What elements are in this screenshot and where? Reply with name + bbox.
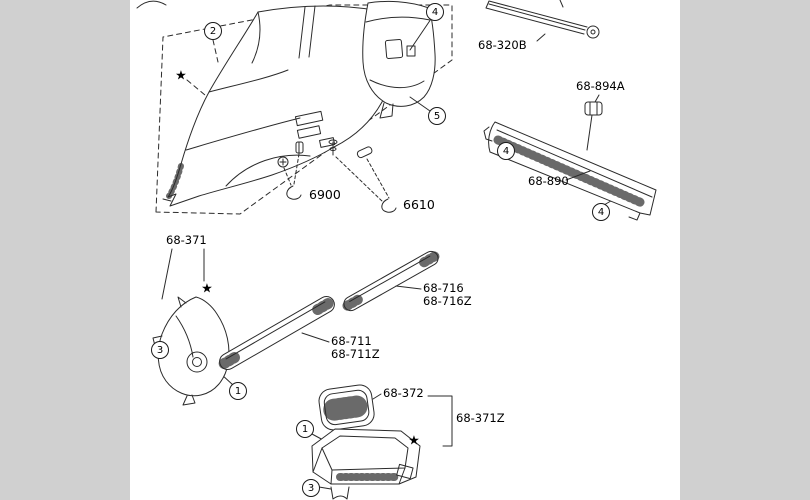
cowl-trim-68-371-drawing (152, 248, 230, 406)
callout-1-cowl[interactable]: 1 (229, 382, 247, 400)
fastener-6900-drawing (277, 141, 304, 200)
callout-4-left[interactable]: 4 (497, 142, 515, 160)
part-label-68-716Z: 68-716Z (423, 294, 472, 308)
clip-68-894A-drawing (584, 94, 603, 151)
end-trim-68-890-drawing (483, 121, 657, 221)
quarter-trim-panel-drawing (162, 5, 398, 207)
bracket-68-371Z (427, 395, 453, 447)
part-label-68-716: 68-716 (423, 281, 464, 295)
part-label-68-320B: 68-320B (478, 38, 527, 52)
callout-4-top[interactable]: 4 (426, 3, 444, 21)
label-68-716-leader (395, 285, 422, 290)
scuff-plate-68-711-drawing (218, 296, 336, 370)
label-68-711-leader (301, 332, 330, 343)
tonneau-cover-68-320B-drawing (485, 0, 600, 42)
trim-box-68-371Z-drawing (311, 428, 421, 500)
dashed-boundary (155, 4, 453, 215)
star-leader (186, 79, 206, 96)
part-label-68-711: 68-711 (331, 334, 372, 348)
fastener-6610-drawing (328, 139, 397, 213)
scuff-plate-68-716-drawing (342, 250, 440, 312)
callout-2[interactable]: 2 (204, 22, 222, 40)
callout-4-bottom[interactable]: 4 (592, 203, 610, 221)
callout-3-cowl[interactable]: 3 (151, 341, 169, 359)
callout-1-box[interactable]: 1 (296, 420, 314, 438)
callout-2-leader (212, 39, 219, 63)
callout-3-box[interactable]: 3 (302, 479, 320, 497)
part-label-6610: 6610 (403, 197, 435, 212)
star-marker-box: ★ (408, 433, 420, 449)
part-label-68-894A: 68-894A (576, 79, 625, 93)
label-68-372-leader (372, 393, 382, 400)
trim-68-372-drawing (318, 384, 375, 431)
callout-5[interactable]: 5 (428, 107, 446, 125)
star-marker-quarter-panel: ★ (175, 68, 187, 84)
part-label-68-890: 68-890 (528, 174, 569, 188)
part-label-68-372: 68-372 (383, 386, 424, 400)
part-label-68-371Z: 68-371Z (456, 411, 505, 425)
part-label-68-371: 68-371 (166, 233, 207, 247)
part-label-68-711Z: 68-711Z (331, 347, 380, 361)
part-label-6900: 6900 (309, 187, 341, 202)
cutoff-part-top-left (136, 0, 167, 9)
star-marker-cowl: ★ (201, 281, 213, 297)
